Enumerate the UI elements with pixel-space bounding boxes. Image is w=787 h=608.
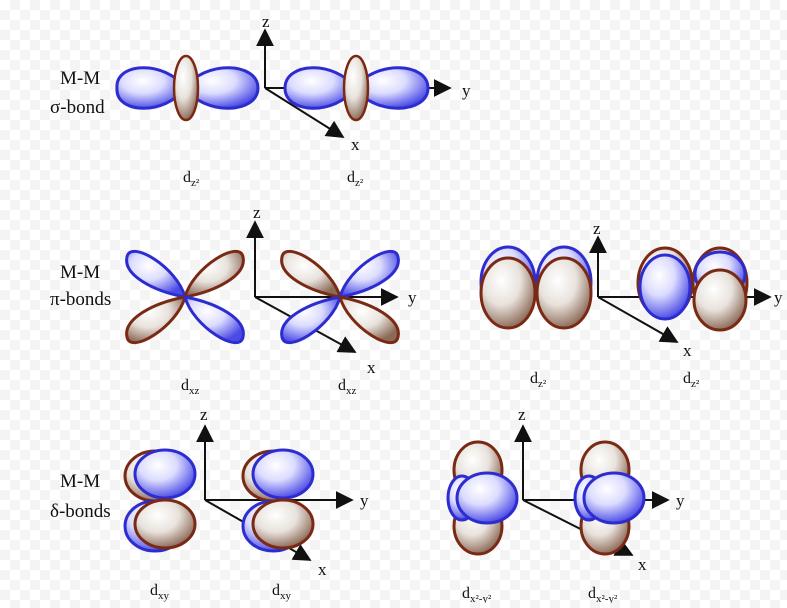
lobe-blue <box>253 450 313 498</box>
row-sigma: M-M σ-bond z y x dz² dz² <box>50 12 471 189</box>
y-axis-label: y <box>360 491 369 510</box>
z-axis-label: z <box>253 203 261 222</box>
row-pi-label-2: π-bonds <box>50 289 111 310</box>
y-axis-label: y <box>462 81 471 100</box>
orbital-label-pi-4: dz² <box>683 370 700 390</box>
lobe-blue <box>584 473 644 523</box>
lobe-brown <box>340 297 398 343</box>
y-axis-label: y <box>774 288 783 307</box>
x-axis-label: x <box>683 341 692 360</box>
lobe-blue <box>457 473 517 523</box>
row-delta-label-1: M-M <box>60 471 100 492</box>
z-axis-label: z <box>518 405 526 424</box>
z-axis-label: z <box>262 12 270 31</box>
lobe-brown-front <box>694 270 746 330</box>
orbital-label-delta-2: dxy <box>272 582 292 602</box>
row-pi-label-1: M-M <box>60 262 100 283</box>
orbital-label-pi-2: dxz <box>338 377 357 397</box>
lobe-blue <box>135 450 195 498</box>
torus-brown <box>344 56 368 120</box>
orbital-label-sigma-1: dz² <box>183 169 200 189</box>
lobe-brown-front <box>537 258 591 328</box>
orbital-label-delta-4: dx²-y² <box>588 585 618 603</box>
orbital-dx2y2-left <box>448 442 517 554</box>
y-axis-label: y <box>676 491 685 510</box>
lobe-brown <box>185 251 243 297</box>
y-axis-label: y <box>408 288 417 307</box>
row-pi: M-M π-bonds z y x dxz dxz <box>50 203 783 397</box>
x-axis-label: x <box>638 555 647 574</box>
lobe-brown <box>135 500 195 548</box>
z-axis-label: z <box>593 219 601 238</box>
x-axis-label: x <box>351 135 360 154</box>
orbital-dx2y2-right <box>575 442 644 554</box>
orbital-dxz-left <box>127 251 244 342</box>
orbital-pair-pi-right <box>638 248 747 330</box>
x-axis-label: x <box>318 560 327 579</box>
row-delta-label-2: δ-bonds <box>50 501 111 522</box>
orbital-label-pi-3: dz² <box>530 370 547 390</box>
orbital-label-delta-1: dxy <box>150 582 170 602</box>
lobe-brown <box>253 500 313 548</box>
row-delta: M-M δ-bonds z y x dxy dxy <box>50 405 685 603</box>
lobe-blue <box>127 251 185 297</box>
torus-brown <box>174 56 198 120</box>
orbital-dxy-left <box>125 450 195 551</box>
z-axis-label: z <box>200 405 208 424</box>
lobe-brown <box>127 297 185 343</box>
orbital-label-pi-1: dxz <box>181 377 200 397</box>
orbital-dz2-right <box>285 56 428 120</box>
lobe-blue <box>340 251 398 297</box>
orbital-pair-pi-left <box>481 247 591 328</box>
row-sigma-label-1: M-M <box>60 68 100 89</box>
lobe-brown <box>282 251 340 297</box>
orbital-dz2-left <box>117 56 258 120</box>
row-sigma-label-2: σ-bond <box>50 97 105 118</box>
lobe-blue-front <box>640 255 690 319</box>
lobe-brown-front <box>481 258 535 328</box>
orbital-label-sigma-2: dz² <box>347 169 364 189</box>
lobe-blue <box>185 297 243 343</box>
lobe-blue <box>282 297 340 343</box>
orbital-label-delta-3: dx²-y² <box>462 585 492 603</box>
x-axis-label: x <box>367 358 376 377</box>
